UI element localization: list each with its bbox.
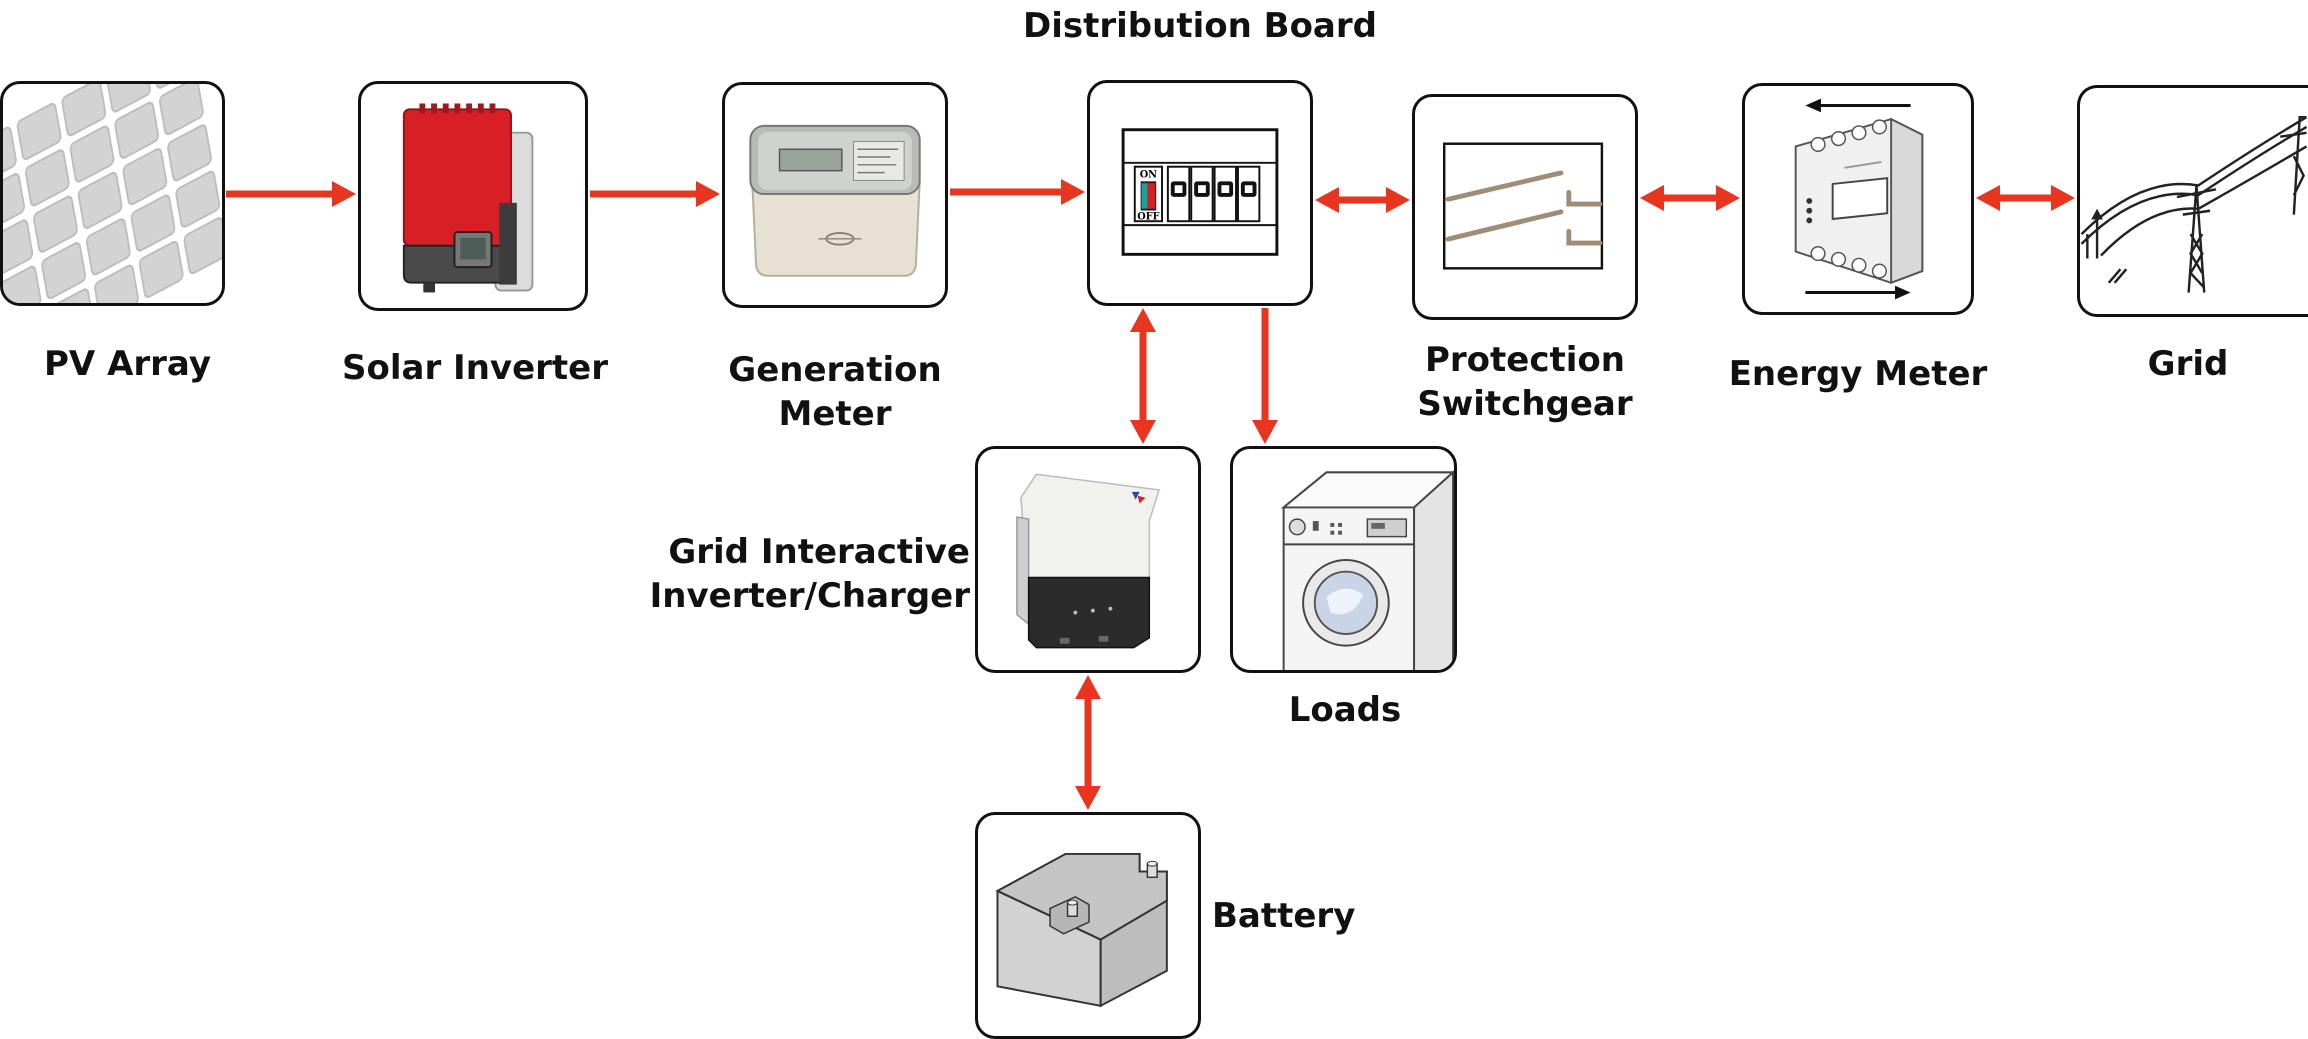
generation-meter-label: Generation Meter <box>728 350 942 434</box>
protection-switchgear-box <box>1412 94 1638 320</box>
battery-label: Battery <box>1212 896 1356 936</box>
arrow-grid-inverter-battery <box>1075 675 1101 810</box>
energy-meter-label: Energy Meter <box>1728 354 1988 394</box>
washing-machine-icon <box>1280 470 1454 670</box>
power-line-tower-icon <box>2080 116 2308 293</box>
grid-interactive-inverter-box <box>975 446 1201 673</box>
battery-icon <box>995 852 1168 1008</box>
battery-box <box>975 812 1201 1039</box>
pv-array-box <box>0 81 225 306</box>
circuit-breaker-icon: ON OFF <box>1121 128 1279 256</box>
solar-inverter-icon <box>402 103 534 293</box>
generation-meter-box <box>722 82 948 308</box>
distribution-board-label: Distribution Board <box>1023 6 1377 46</box>
din-energy-meter-icon <box>1794 98 1924 300</box>
grid-interactive-inverter-label: Grid Interactive Inverter/Charger <box>649 532 970 616</box>
electricity-meter-icon <box>749 124 921 277</box>
loads-label: Loads <box>1288 690 1402 730</box>
isolator-switch-icon <box>1442 142 1604 270</box>
grid-box <box>2077 85 2308 317</box>
arrow-gen-meter-to-board <box>950 179 1085 205</box>
distribution-board-box: ON OFF <box>1087 80 1313 306</box>
grid-label: Grid <box>2147 344 2229 384</box>
battery-inverter-icon <box>1016 473 1161 649</box>
switch-off-text: OFF <box>1137 211 1159 222</box>
arrow-board-switchgear <box>1315 187 1410 213</box>
arrow-energy-meter-grid <box>1976 185 2075 211</box>
switch-on-text: ON <box>1140 169 1157 180</box>
solar-inverter-label: Solar Inverter <box>342 348 608 388</box>
arrow-board-grid-inverter <box>1130 308 1156 444</box>
arrow-board-to-loads <box>1252 308 1278 444</box>
protection-switchgear-label: Protection Switchgear <box>1417 340 1633 424</box>
solar-panel-icon <box>3 84 222 303</box>
pv-array-label: PV Array <box>44 344 211 384</box>
loads-box <box>1230 446 1457 673</box>
arrow-inverter-to-gen-meter <box>590 181 720 207</box>
arrow-switchgear-energy-meter <box>1640 185 1740 211</box>
solar-inverter-box <box>358 81 588 311</box>
energy-meter-box <box>1742 83 1974 315</box>
arrow-pv-to-inverter <box>226 181 356 207</box>
